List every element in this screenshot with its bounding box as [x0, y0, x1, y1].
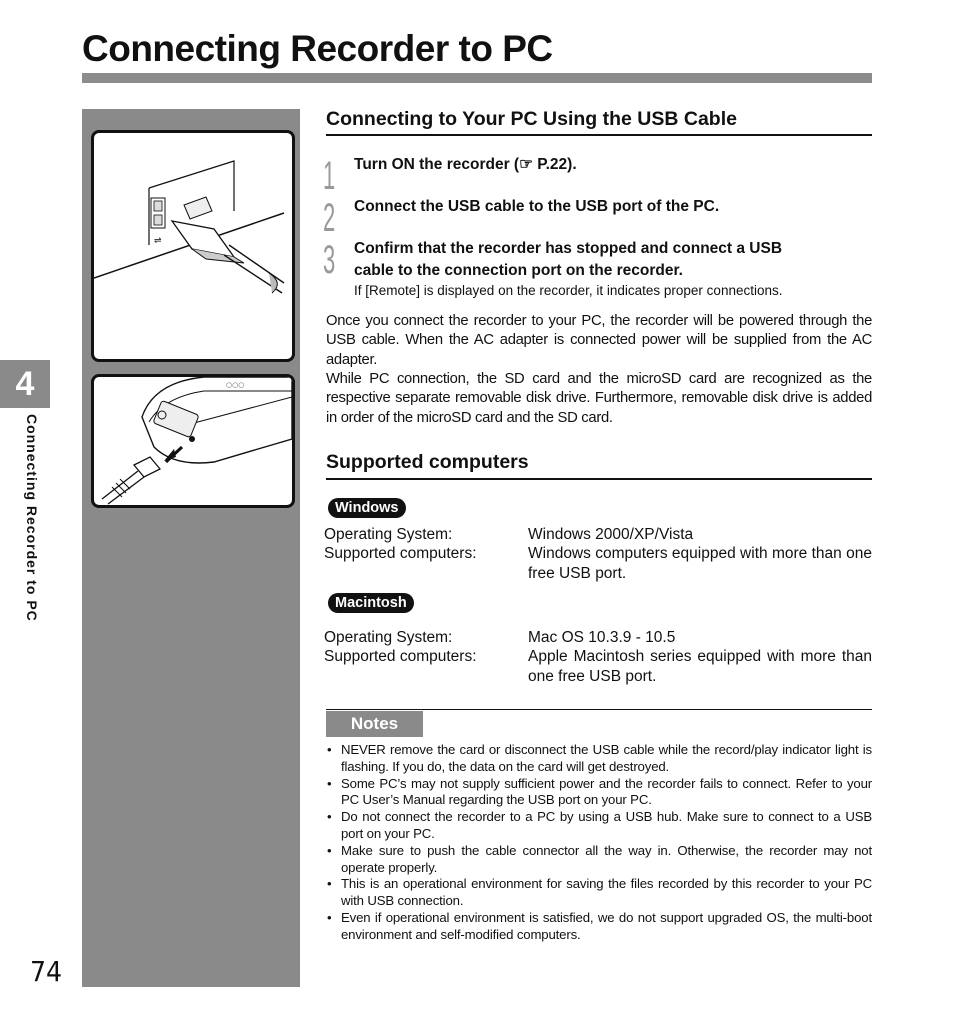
- pc-usb-port-illustration: ⇌: [91, 130, 295, 362]
- notes-rule: [326, 709, 872, 710]
- notes-list: NEVER remove the card or disconnect the …: [326, 742, 872, 944]
- note-item: Do not connect the recorder to a PC by u…: [326, 809, 872, 843]
- note-item: This is an operational environment for s…: [326, 876, 872, 910]
- notes-heading: Notes: [326, 711, 423, 737]
- usb-paragraph-1: Once you connect the recorder to your PC…: [326, 313, 872, 368]
- usb-section-heading: Connecting to Your PC Using the USB Cabl…: [326, 108, 737, 130]
- macintosh-badge: Macintosh: [328, 593, 414, 613]
- mac-os-label: Operating System:: [324, 629, 453, 646]
- mac-pc-value: Apple Macintosh series equipped with mor…: [528, 648, 872, 685]
- chapter-side-label: Connecting Recorder to PC: [24, 414, 40, 622]
- step-2-number: 2: [323, 196, 336, 240]
- step-1-text: Turn ON the recorder (☞ P.22).: [354, 156, 577, 173]
- step-3-text-line2: cable to the connection port on the reco…: [354, 262, 683, 279]
- title-rule: [82, 73, 872, 83]
- mac-pc-label: Supported computers:: [324, 648, 477, 665]
- usb-section-rule: [326, 134, 872, 136]
- step-1-number: 1: [323, 154, 336, 198]
- windows-badge: Windows: [328, 498, 406, 518]
- supported-rule: [326, 478, 872, 480]
- windows-os-label: Operating System:: [324, 526, 453, 543]
- note-item: Even if operational environment is satis…: [326, 910, 872, 944]
- supported-heading: Supported computers: [326, 451, 529, 473]
- note-item: NEVER remove the card or disconnect the …: [326, 742, 872, 776]
- windows-pc-label: Supported computers:: [324, 545, 477, 562]
- mac-os-value: Mac OS 10.3.9 - 10.5: [528, 629, 676, 646]
- svg-text:○○○: ○○○: [226, 381, 244, 389]
- recorder-usb-connection-illustration: ○○○: [91, 374, 295, 508]
- step-3-subtext: If [Remote] is displayed on the recorder…: [354, 283, 783, 298]
- usb-paragraph-2: While PC connection, the SD card and the…: [326, 371, 872, 426]
- windows-os-value: Windows 2000/XP/Vista: [528, 526, 694, 543]
- page-number: 74: [30, 955, 63, 988]
- page-title: Connecting Recorder to PC: [82, 28, 553, 69]
- step-3-text-line1: Confirm that the recorder has stopped an…: [354, 240, 783, 257]
- chapter-tab: 4: [0, 360, 50, 408]
- step-2-text: Connect the USB cable to the USB port of…: [354, 198, 720, 215]
- note-item: Some PC’s may not supply sufficient powe…: [326, 776, 872, 810]
- windows-pc-value: Windows computers equipped with more tha…: [528, 545, 872, 582]
- svg-text:⇌: ⇌: [154, 236, 162, 246]
- step-3-number: 3: [323, 238, 336, 282]
- note-item: Make sure to push the cable connector al…: [326, 843, 872, 877]
